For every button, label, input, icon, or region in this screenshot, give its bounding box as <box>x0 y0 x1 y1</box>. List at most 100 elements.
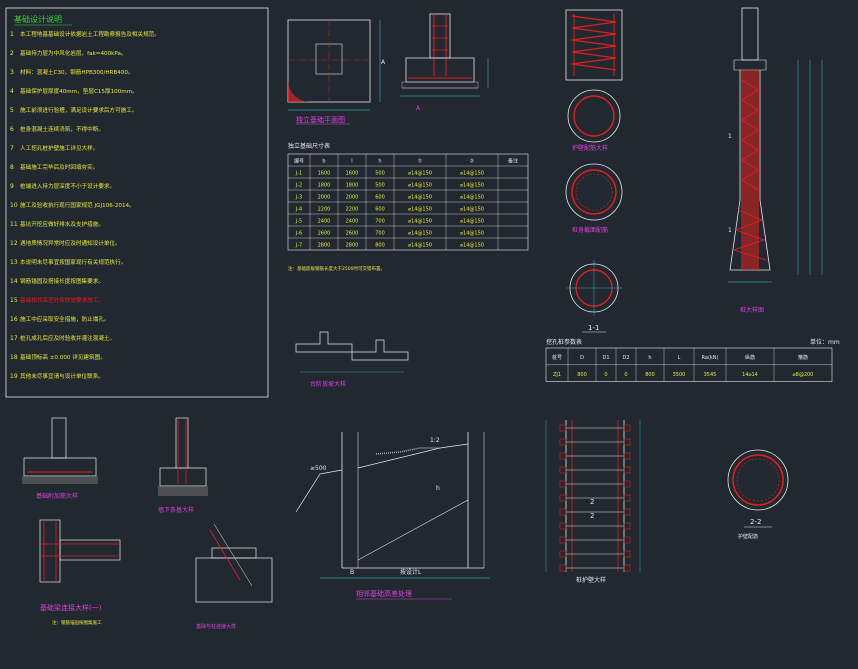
table1-cell: ⌀14@150 <box>460 195 484 201</box>
rebar-mark <box>623 550 631 558</box>
note-number: 12 <box>10 240 18 247</box>
table1-title: 独立基础尺寸表 <box>288 142 330 150</box>
notes-title: 基础设计说明 <box>14 14 62 24</box>
note-text: 桩身混凝土连续浇筑，不得中断。 <box>20 125 104 133</box>
note-text: 人工挖孔桩护壁施工详见大样。 <box>20 144 98 152</box>
note-text: 遇地质情况异常时应及时通知设计单位。 <box>20 239 121 247</box>
table1-cell: ⌀14@150 <box>408 183 432 189</box>
rebar-mark <box>623 424 631 432</box>
rebar-mark <box>623 494 631 502</box>
note-text: 本工程地基基础设计依据岩土工程勘察报告及相关规范。 <box>20 30 160 38</box>
plan-a-label: A <box>381 59 386 66</box>
rebar-mark <box>623 508 631 516</box>
slope-label-h: h <box>436 485 440 492</box>
rebar-mark <box>623 438 631 446</box>
note-number: 18 <box>10 354 18 361</box>
table2-unit: 单位：mm <box>810 338 840 346</box>
table1-cell: ⌀14@150 <box>408 231 432 237</box>
slope-title: 相邻基础高差处理 <box>356 589 412 598</box>
note-text: 其他未尽事宜请与设计单位联系。 <box>20 372 104 380</box>
slope-label-b: B <box>350 569 354 576</box>
joint-title: 基础与柱连接大样 <box>196 623 236 630</box>
step-detail: 台阶放坡大样 <box>295 331 409 388</box>
section-22-sub: 护壁配筋 <box>738 533 758 540</box>
note-text: 桩孔成孔后应及时验收并灌注混凝土。 <box>20 334 115 342</box>
table2-header-cell: 箍筋 <box>798 354 808 361</box>
note-text: 施工中应采取安全措施，防止塌孔。 <box>20 315 110 323</box>
table1-cell: 2000 <box>346 195 359 201</box>
table1-cell: 2000 <box>318 195 331 201</box>
found-b-title: 墙下条基大样 <box>158 506 194 514</box>
table1-cell: ⌀14@150 <box>460 171 484 177</box>
footing-section: A <box>400 13 489 112</box>
table1-cell: 2600 <box>346 231 359 237</box>
table1-cell: ⌀14@150 <box>408 195 432 201</box>
note-text: 基础持力层为中风化岩层，fak=400kPa。 <box>20 49 127 57</box>
note-number: 9 <box>10 183 14 190</box>
table2-cell: 0 <box>604 372 607 378</box>
table1-cell: J-5 <box>295 219 302 225</box>
note-text: 基础顶标高 ±0.000 详见建筑图。 <box>20 353 106 361</box>
table2-cell: 3500 <box>673 372 686 378</box>
pile-title: 桩大样图 <box>740 306 764 314</box>
table1-header-cell: 编号 <box>294 158 304 165</box>
note-number: 10 <box>10 202 18 209</box>
spiral-detail: 护壁配筋大样 桩身截面配筋 1-1 <box>565 9 623 333</box>
table2-header-cell: L <box>678 355 681 361</box>
table1-cell: 2800 <box>346 243 359 249</box>
table1-cell: 1600 <box>318 171 331 177</box>
table1-cell: ⌀14@150 <box>460 207 484 213</box>
table2-cell: 14⌀14 <box>742 372 758 378</box>
column-connection-detail: 基础梁连接大样(一) 注：钢筋锚固按图集施工 <box>39 519 121 626</box>
rebar-mark <box>559 424 567 432</box>
table1-cell: J-1 <box>295 171 302 177</box>
note-number: 3 <box>10 69 14 76</box>
table2-title: 挖孔桩参数表 <box>546 338 582 346</box>
rebar-mark <box>623 466 631 474</box>
step-title: 台阶放坡大样 <box>310 380 346 388</box>
pile-label-1: 1 <box>728 133 732 140</box>
table1-cell: 700 <box>375 231 385 237</box>
table1-cell: J-6 <box>295 231 302 237</box>
note-number: 7 <box>10 145 14 152</box>
table1-cell: 2200 <box>318 207 331 213</box>
ring-title: 桩身截面配筋 <box>572 226 608 234</box>
table1-cell: 2800 <box>318 243 331 249</box>
table2-header-cell: 纵筋 <box>745 354 755 361</box>
rebar-mark <box>559 522 567 530</box>
table1-header-cell: h <box>378 159 381 165</box>
table1-cell: ⌀14@150 <box>460 219 484 225</box>
pile-sec-label-2: 2 <box>590 498 594 506</box>
notes-frame <box>5 7 269 398</box>
table1-cell: 500 <box>375 183 385 189</box>
slope-label-ge500: ≥500 <box>310 465 327 472</box>
column-title: 基础梁连接大样(一) <box>40 603 102 612</box>
section-11-title: 1-1 <box>588 324 599 332</box>
pile-section-title: 桩护壁大样 <box>576 576 606 584</box>
slope-label-ratio: 1:2 <box>430 437 440 444</box>
table1-cell: J-7 <box>295 243 302 249</box>
plan-detail: A 独立基础平面图 <box>287 19 386 125</box>
table1-cell: 1800 <box>346 183 359 189</box>
pile-detail: 1 1 桩大样图 <box>728 7 823 314</box>
table2-header-cell: Ra(kN) <box>702 355 719 361</box>
table2-header-cell: 桩号 <box>552 354 562 361</box>
table1-cell: ⌀14@150 <box>460 183 484 189</box>
column-note: 注：钢筋锚固按图集施工 <box>52 619 102 626</box>
spiral-title: 护壁配筋大样 <box>572 144 608 152</box>
note-number: 1 <box>10 31 14 38</box>
note-text: 桩端进入持力层深度不小于设计要求。 <box>20 182 115 190</box>
note-text: 材料：混凝土C30，钢筋HPB300/HRB400。 <box>20 68 134 76</box>
table1-cell: 600 <box>375 207 385 213</box>
table1-header-cell: 备注 <box>508 158 518 165</box>
table1-cell: 2400 <box>346 219 359 225</box>
rebar-mark <box>623 522 631 530</box>
note-number: 14 <box>10 278 18 285</box>
note-text: 钢筋锚固及搭接长度按图集要求。 <box>20 277 104 285</box>
table1-header-cell: ① <box>418 159 423 165</box>
